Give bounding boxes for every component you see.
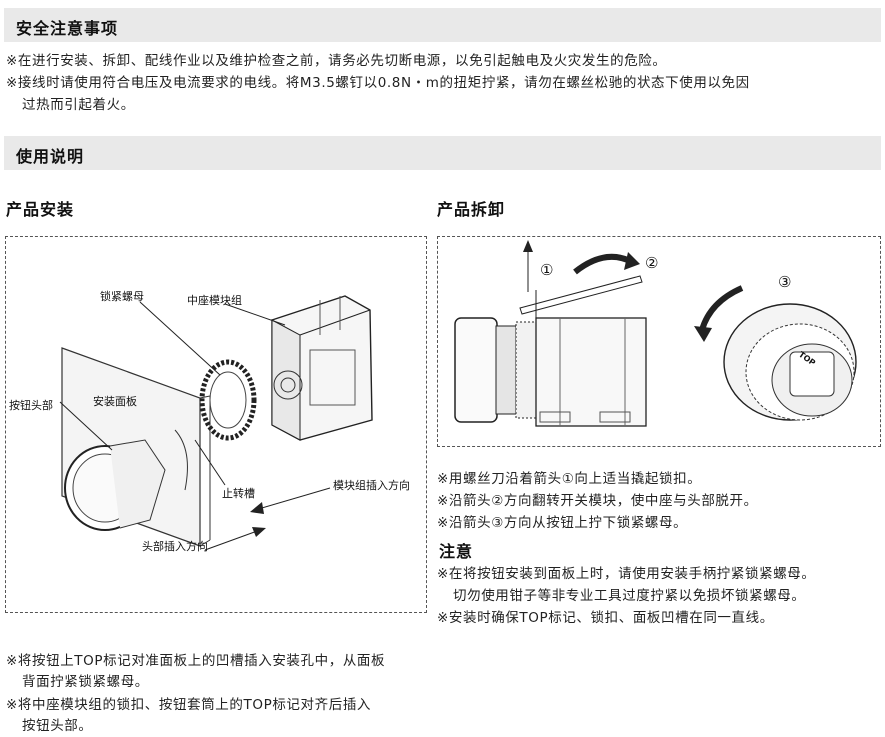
removal-figure-frame [437, 236, 881, 447]
label-lock-nut: 锁紧螺母 [100, 289, 144, 303]
marker-step-1: ① [540, 261, 553, 279]
install-note-2-cont: 按钮头部。 [22, 718, 93, 734]
label-panel: 安装面板 [93, 394, 137, 408]
label-head-insert-direction: 头部插入方向 [142, 539, 208, 553]
label-center-module: 中座模块组 [187, 293, 242, 307]
head-insert-arrow [204, 529, 261, 551]
removal-note-1: ※用螺丝刀沿着箭头①向上适当撬起锁扣。 [437, 471, 702, 487]
safety-section-title: 安全注意事项 [16, 19, 119, 38]
marker-step-3: ③ [778, 273, 791, 291]
safety-note-1: ※在进行安装、拆卸、配线作业以及维护检查之前，请务必先切断电源，以免引起触电及火… [6, 53, 667, 69]
install-title: 产品安装 [6, 200, 75, 219]
safety-note-2-cont: 过热而引起着火。 [22, 97, 135, 113]
removal-illustration: ① ② ③ TOP [454, 240, 857, 427]
usage-section-title: 使用说明 [16, 147, 85, 166]
safety-note-2: ※接线时请使用符合电压及电流要求的电线。将M3.5螺钉以0.8N・m的扭矩拧紧，… [6, 75, 750, 91]
label-module-insert-direction: 模块组插入方向 [333, 478, 410, 492]
removal-title: 产品拆卸 [437, 200, 506, 219]
button-head-shape [64, 439, 166, 531]
install-figure-frame [5, 236, 427, 613]
lock-nut-shape [199, 359, 257, 441]
removal-note-2: ※沿箭头②方向翻转开关模块，使中座与头部脱开。 [437, 493, 758, 509]
install-note-1-cont: 背面拧紧锁紧螺母。 [22, 674, 149, 690]
marker-step-2: ② [645, 254, 658, 272]
caution-title: 注意 [439, 542, 474, 561]
arrow-3 [699, 285, 744, 331]
safety-section-header: 安全注意事项 [4, 8, 881, 42]
label-anti-rotation-slot: 止转槽 [222, 486, 255, 500]
module-insert-arrow [254, 487, 331, 511]
caution-note-1-cont: 切勿使用钳子等非专业工具过度拧紧以免损坏锁紧螺母。 [453, 588, 806, 604]
arrow-2 [573, 253, 634, 275]
label-button-head: 按钮头部 [9, 398, 53, 412]
install-note-1: ※将按钮上TOP标记对准面板上的凹槽插入安装孔中，从面板 [6, 653, 386, 669]
usage-section-header: 使用说明 [4, 136, 881, 170]
center-module-shape [271, 295, 373, 441]
install-note-2: ※将中座模块组的锁扣、按钮套筒上的TOP标记对齐后插入 [6, 697, 372, 713]
removal-note-3: ※沿箭头③方向从按钮上拧下锁紧螺母。 [437, 515, 688, 531]
caution-note-2: ※安装时确保TOP标记、锁扣、面板凹槽在同一直线。 [437, 610, 774, 626]
caution-note-1: ※在将按钮安装到面板上时，请使用安装手柄拧紧锁紧螺母。 [437, 566, 816, 582]
